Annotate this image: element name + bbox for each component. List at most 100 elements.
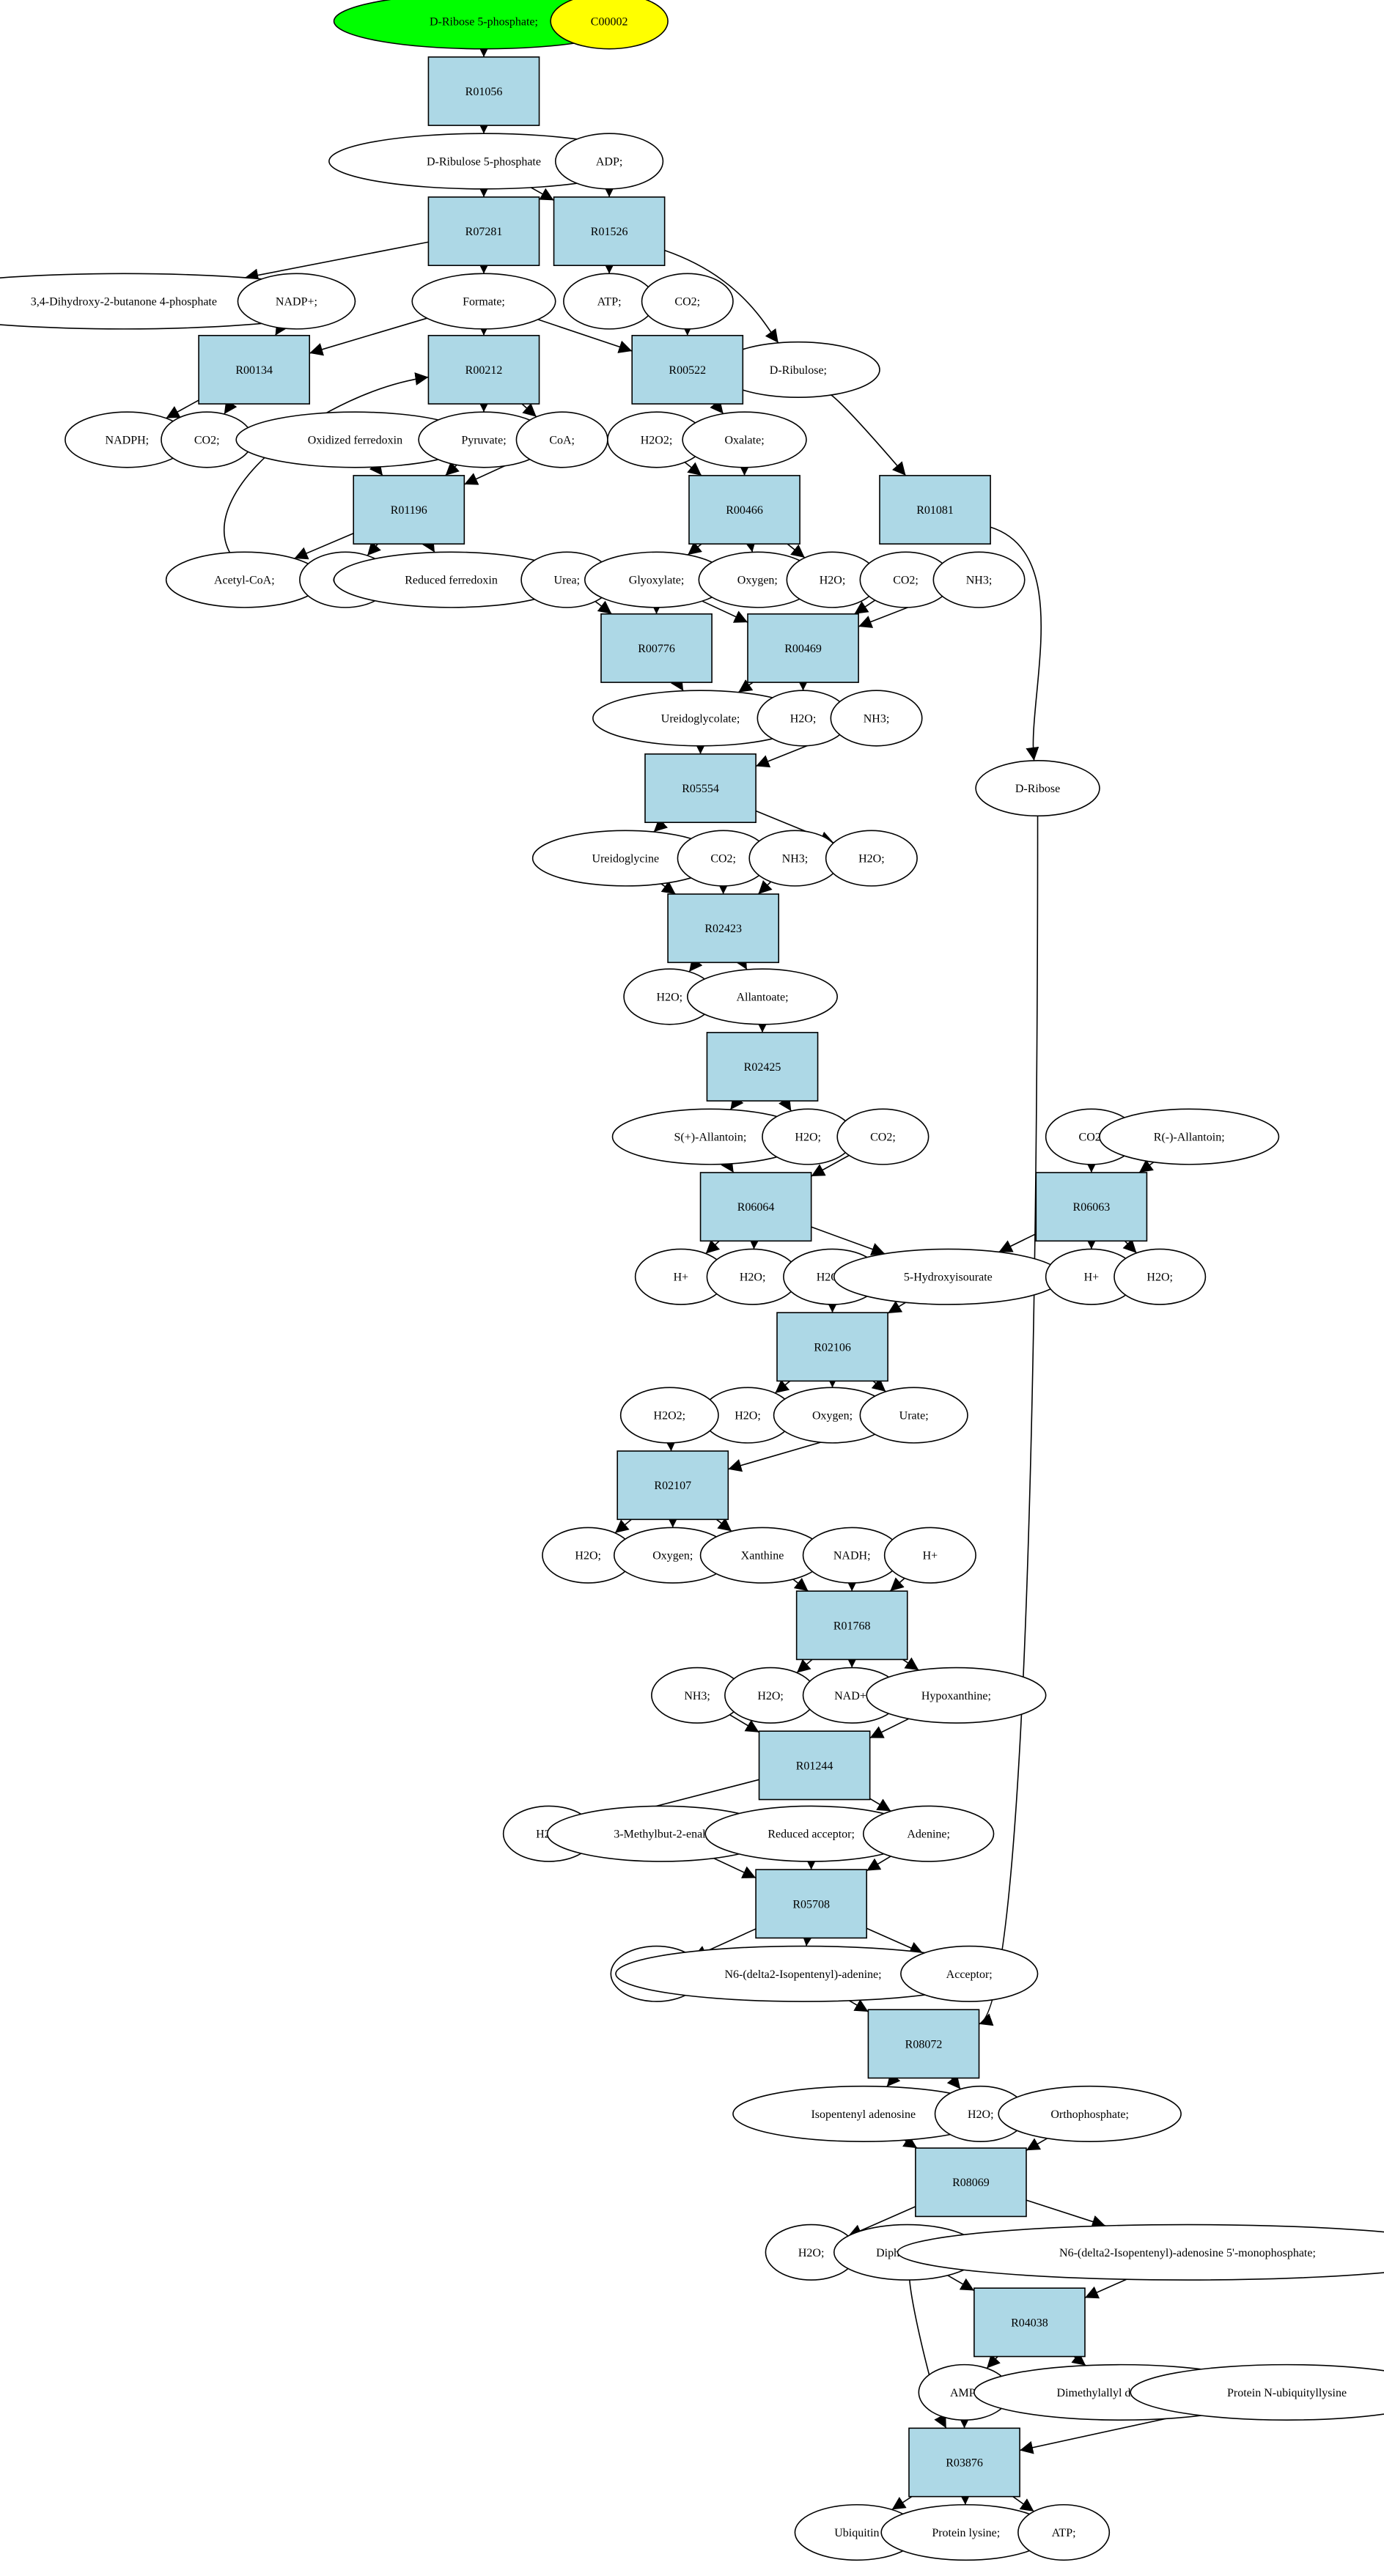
compound-node[interactable]: ATP; xyxy=(563,273,656,330)
compound-node[interactable]: NH3; xyxy=(932,551,1026,608)
compound-node[interactable]: Protein N-ubiquityllysine xyxy=(1130,2363,1384,2421)
reaction-node[interactable]: R08072 xyxy=(867,2009,980,2079)
compound-node[interactable]: Ureidoglycine xyxy=(531,830,719,887)
compound-node[interactable]: N6-(delta2-Isopentenyl)-adenine; xyxy=(615,1945,991,2002)
reaction-node[interactable]: R06063 xyxy=(1035,1172,1148,1242)
compound-node[interactable]: Oxygen; xyxy=(613,1527,732,1584)
reaction-node[interactable]: R08069 xyxy=(915,2147,1027,2218)
edge-ureidoglycine-to-r02423 xyxy=(660,881,677,895)
compound-node[interactable]: NH3; xyxy=(748,830,842,887)
compound-node[interactable]: D-Ribose xyxy=(975,759,1100,817)
compound-node[interactable]: Orthophosphate; xyxy=(998,2085,1182,2142)
compound-node[interactable]: H2O; xyxy=(765,2223,858,2281)
compound-node[interactable]: Oxygen; xyxy=(698,551,817,608)
highlight-compound-node[interactable]: C00002 xyxy=(550,0,669,50)
reaction-node[interactable]: R01526 xyxy=(553,196,666,267)
compound-node[interactable]: H2O; xyxy=(623,968,716,1025)
edge-hypoxanthine--to-r01244 xyxy=(869,1718,909,1739)
reaction-node[interactable]: R02106 xyxy=(776,1312,888,1382)
compound-node[interactable]: Protein lysine; xyxy=(880,2503,1052,2561)
reaction-node[interactable]: R06064 xyxy=(699,1172,812,1242)
compound-node[interactable]: H2O; xyxy=(706,1248,799,1305)
reaction-label: R06064 xyxy=(737,1201,775,1214)
reaction-node[interactable]: R07281 xyxy=(427,196,540,267)
edge-isopentenyl-adenosine-to-r08069 xyxy=(902,2135,918,2149)
compound-node[interactable]: CO2; xyxy=(836,1108,930,1165)
compound-ellipse xyxy=(686,968,839,1025)
compound-ellipse xyxy=(975,759,1100,817)
compound-node[interactable]: CoA; xyxy=(515,411,608,468)
compound-node[interactable]: Hypoxanthine; xyxy=(866,1667,1047,1724)
compound-node[interactable]: R(-)-Allantoin; xyxy=(1099,1108,1280,1165)
reaction-node[interactable]: R00522 xyxy=(631,334,744,405)
compound-label: H2O; xyxy=(795,1132,821,1144)
compound-node[interactable]: CO2; xyxy=(641,273,734,330)
edge-r00466-to-h2o- xyxy=(787,543,806,558)
compound-node[interactable]: Formate; xyxy=(411,273,556,330)
compound-ellipse xyxy=(830,690,923,747)
compound-node[interactable]: H2O2; xyxy=(619,1387,719,1444)
compound-node[interactable]: Acceptor; xyxy=(900,1945,1039,2002)
compound-node[interactable]: ADP; xyxy=(554,133,664,190)
compound-node[interactable]: Oxalate; xyxy=(682,411,807,468)
reaction-box xyxy=(688,475,800,545)
reaction-node[interactable]: R00776 xyxy=(600,613,713,683)
reaction-node[interactable]: R02425 xyxy=(706,1032,819,1102)
compound-node[interactable]: H2O; xyxy=(701,1387,795,1444)
compound-node[interactable]: D-Ribulose 5-phosphate xyxy=(328,133,639,190)
compound-ellipse xyxy=(682,411,807,468)
compound-node[interactable]: Reduced acceptor; xyxy=(704,1805,918,1862)
reaction-node[interactable]: R00469 xyxy=(747,613,859,683)
reaction-node[interactable]: R03876 xyxy=(908,2427,1020,2498)
compound-node[interactable]: H+ xyxy=(883,1527,976,1584)
compound-node[interactable]: N6-(delta2-Isopentenyl)-adenosine 5'-mon… xyxy=(897,2223,1384,2281)
reaction-node[interactable]: R05708 xyxy=(755,1869,868,1939)
reaction-box xyxy=(644,753,757,824)
compound-node[interactable]: Glyoxylate; xyxy=(584,551,729,608)
compound-node[interactable]: Urate; xyxy=(859,1387,968,1444)
reaction-node[interactable]: R01768 xyxy=(795,1590,908,1661)
reaction-node[interactable]: R02107 xyxy=(616,1450,729,1521)
reaction-node[interactable]: R00466 xyxy=(688,475,800,545)
edge-r-allantoin--to-r06063 xyxy=(1138,1159,1155,1173)
compound-node[interactable]: H2O; xyxy=(825,830,918,887)
compound-node[interactable]: Pyruvate; xyxy=(418,411,550,468)
reaction-node[interactable]: R02423 xyxy=(667,893,780,964)
compound-node[interactable]: H2O; xyxy=(786,551,879,608)
reaction-node[interactable]: R01196 xyxy=(353,475,465,545)
compound-label: ATP; xyxy=(597,296,622,309)
compound-node[interactable]: H+ xyxy=(1045,1248,1138,1305)
compound-label: H2O2; xyxy=(641,434,673,446)
compound-label: Oxygen; xyxy=(652,1550,693,1562)
compound-node[interactable]: NH3; xyxy=(830,690,923,747)
compound-node[interactable]: Isopentenyl adenosine xyxy=(732,2085,995,2142)
compound-label: H2O; xyxy=(790,712,817,725)
reaction-node[interactable]: R00212 xyxy=(427,334,540,405)
compound-label: H2O; xyxy=(657,991,683,1003)
reaction-node[interactable]: R01244 xyxy=(758,1730,871,1801)
compound-node[interactable]: H+ xyxy=(634,1248,727,1305)
compound-ellipse xyxy=(932,551,1026,608)
compound-node[interactable]: H2O; xyxy=(1114,1248,1207,1305)
compound-label: Protein lysine; xyxy=(932,2527,1000,2539)
reaction-box xyxy=(879,475,991,545)
compound-node[interactable]: 5-Hydroxyisourate xyxy=(833,1248,1063,1305)
edge-r01526-to-d-ribulose- xyxy=(664,249,779,344)
compound-node[interactable]: Reduced ferredoxin xyxy=(333,551,570,608)
compound-node[interactable]: ATP; xyxy=(1017,2503,1111,2561)
compound-label: Reduced acceptor; xyxy=(768,1828,855,1841)
compound-node[interactable]: H2O; xyxy=(724,1667,817,1724)
compound-node[interactable]: Urea; xyxy=(520,551,614,608)
compound-node[interactable]: Allantoate; xyxy=(686,968,839,1025)
reaction-node[interactable]: R04038 xyxy=(973,2287,1086,2358)
reaction-node[interactable]: R01081 xyxy=(879,475,991,545)
reaction-node[interactable]: R00134 xyxy=(198,334,311,405)
reaction-label: R00469 xyxy=(784,643,822,655)
compound-node[interactable]: NADP+; xyxy=(237,273,356,330)
compound-label: H2O; xyxy=(740,1272,766,1284)
compound-node[interactable]: Adenine; xyxy=(862,1805,995,1862)
reaction-node[interactable]: R01056 xyxy=(427,56,540,126)
compound-node[interactable]: NAD+; xyxy=(802,1667,902,1724)
compound-node[interactable]: Acetyl-CoA; xyxy=(165,551,323,608)
reaction-node[interactable]: R05554 xyxy=(644,753,757,824)
